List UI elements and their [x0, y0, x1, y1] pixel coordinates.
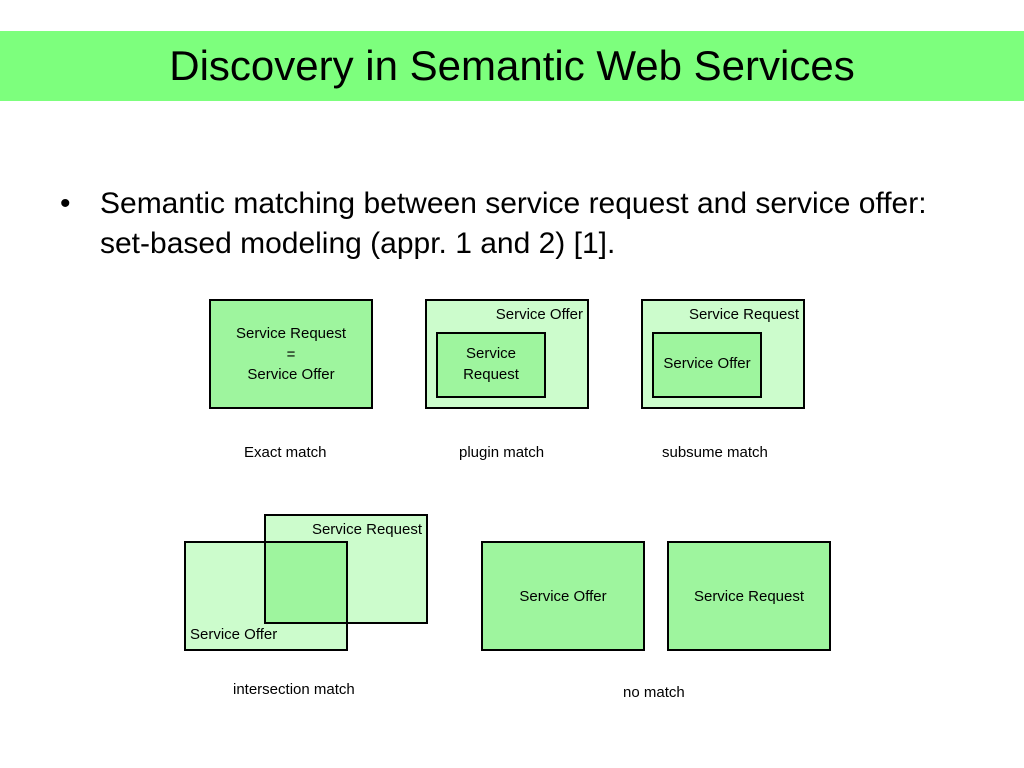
plugin-request-line-1: Service: [465, 345, 517, 362]
exact-line-2: =: [286, 346, 296, 363]
plugin-request-box: Service Request: [436, 332, 546, 398]
intersection-match-caption: intersection match: [233, 681, 355, 698]
exact-match-box: Service Request = Service Offer: [209, 299, 373, 409]
plugin-match-caption: plugin match: [459, 444, 545, 461]
bullet-marker: •: [60, 187, 71, 220]
subsume-request-label: Service Request: [688, 306, 799, 323]
intersection-offer-outline: Service Offer: [184, 541, 348, 651]
intersection-request-label: Service Request: [311, 521, 422, 538]
exact-match-caption: Exact match: [244, 444, 327, 461]
exact-line-1: Service Request: [235, 325, 347, 342]
nomatch-offer-box: Service Offer: [481, 541, 645, 651]
subsume-match-caption: subsume match: [662, 444, 768, 461]
intersection-offer-label: Service Offer: [190, 626, 278, 643]
exact-line-3: Service Offer: [247, 366, 335, 383]
plugin-offer-label: Service Offer: [495, 306, 583, 323]
plugin-request-line-2: Request: [463, 366, 519, 383]
title-bar: Discovery in Semantic Web Services: [0, 31, 1024, 101]
subsume-offer-box: Service Offer: [652, 332, 762, 398]
nomatch-request-label: Service Request: [693, 588, 805, 605]
no-match-caption: no match: [623, 684, 685, 701]
intersection-overlap-region: [266, 543, 346, 622]
slide-title: Discovery in Semantic Web Services: [169, 42, 855, 89]
subsume-offer-label: Service Offer: [663, 355, 751, 372]
bullet-text: Semantic matching between service reques…: [100, 187, 927, 260]
nomatch-request-box: Service Request: [667, 541, 831, 651]
nomatch-offer-label: Service Offer: [519, 588, 607, 605]
